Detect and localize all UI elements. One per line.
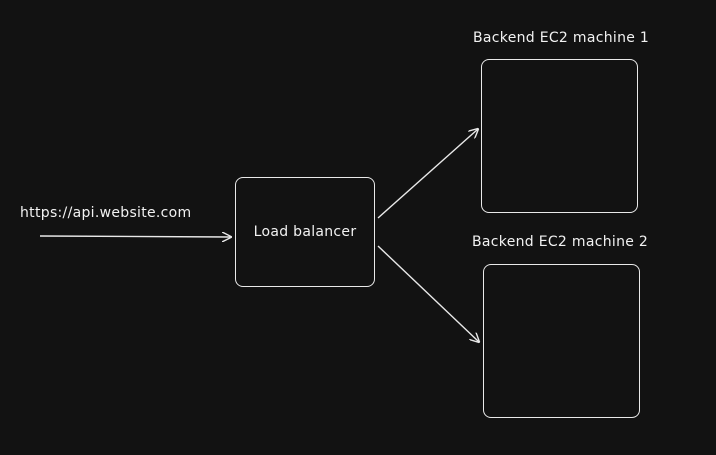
backend-2-title: Backend EC2 machine 2 xyxy=(472,234,649,250)
backend-1-node xyxy=(481,59,638,213)
load-balancer-node: Load balancer xyxy=(235,177,375,287)
arrow-client-to-load-balancer xyxy=(39,236,231,237)
backend-2-node xyxy=(483,264,640,418)
backend-1-title: Backend EC2 machine 1 xyxy=(473,30,650,46)
arrow-load-balancer-to-backend-1 xyxy=(377,129,478,219)
arrow-load-balancer-to-backend-2 xyxy=(377,245,479,342)
client-url-label: https://api.website.com xyxy=(20,205,192,221)
load-balancer-label: Load balancer xyxy=(253,224,357,240)
